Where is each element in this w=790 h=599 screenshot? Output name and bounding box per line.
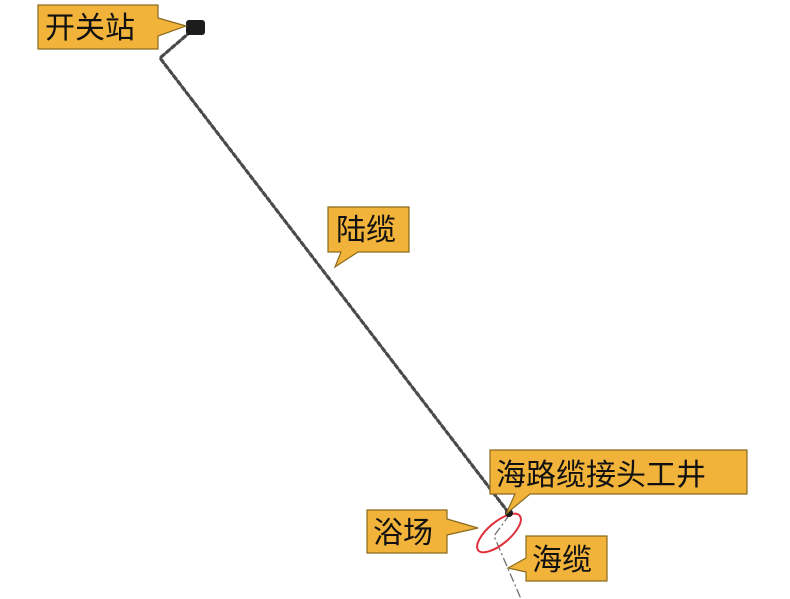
beach-area-outline [476, 512, 522, 554]
station-block-icon [186, 20, 205, 35]
label-land-cable: 陆缆 [336, 213, 396, 248]
callout-land-cable: 陆缆 [327, 206, 410, 269]
land-cable-route [157, 25, 510, 514]
label-beach: 浴场 [373, 516, 433, 551]
label-switch-station: 开关站 [45, 11, 135, 46]
callout-sea-cable: 海缆 [506, 535, 608, 582]
callout-joint-well: 海路缆接头工井 [489, 449, 748, 515]
land-cable-guide-line [159, 26, 509, 513]
label-sea-cable: 海缆 [532, 543, 592, 578]
callout-beach: 浴场 [366, 509, 479, 554]
label-joint-well: 海路缆接头工井 [496, 458, 706, 493]
land-cable-line [157, 25, 510, 514]
callout-switch-station: 开关站 [37, 4, 188, 50]
sea-cable-line [493, 513, 522, 599]
sea-cable-route [493, 513, 522, 599]
